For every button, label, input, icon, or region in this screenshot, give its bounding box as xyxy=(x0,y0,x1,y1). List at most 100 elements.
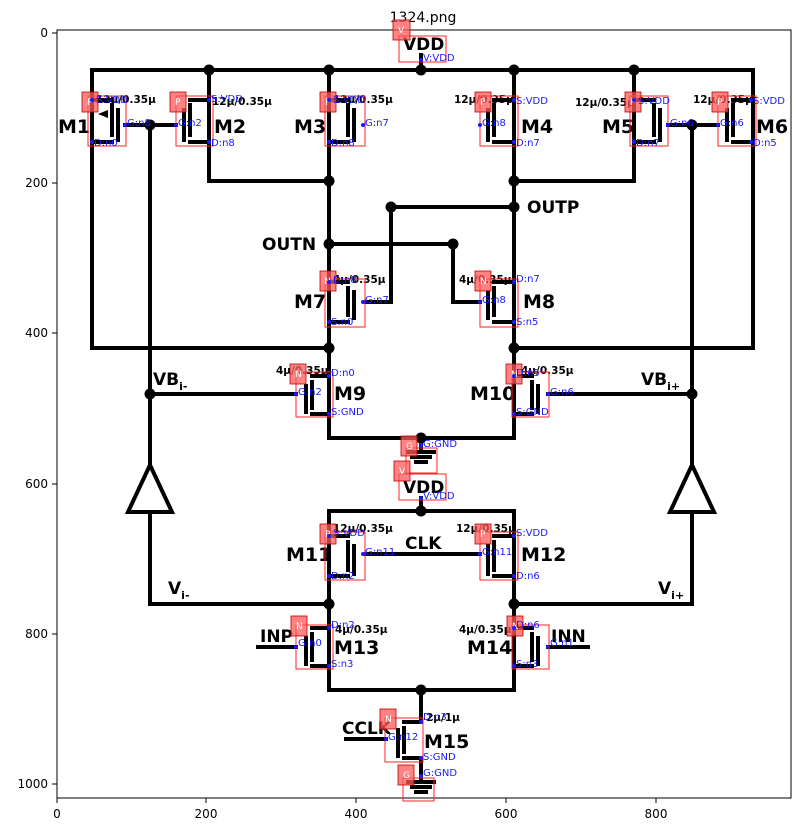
net-label-vb-minus: VBi- xyxy=(153,370,187,393)
svg-text:S:VDD: S:VDD xyxy=(333,528,365,539)
svg-text:D:n0: D:n0 xyxy=(94,138,118,149)
detection-box-vdd-mid: V V:VDD xyxy=(393,460,455,502)
detection-box-m7: N D:n8 G:n7 S:n0 xyxy=(319,270,389,328)
transistor-size-m10: 4μ/0.35μ xyxy=(521,365,574,377)
svg-text:N: N xyxy=(295,370,302,380)
detection-box-m8: N D:n7 G:n8 S:n5 xyxy=(474,270,540,328)
svg-text:D:n5: D:n5 xyxy=(753,138,777,149)
junction-dots xyxy=(144,64,698,696)
transistor-label-m1: M1 xyxy=(58,116,90,138)
svg-text:P: P xyxy=(717,98,723,108)
svg-text:G:n11: G:n11 xyxy=(365,547,395,558)
svg-text:D:n7: D:n7 xyxy=(516,274,540,285)
svg-text:G: G xyxy=(406,442,413,452)
svg-text:N: N xyxy=(480,277,487,287)
svg-text:S:n3: S:n3 xyxy=(516,659,538,670)
svg-text:S:GND: S:GND xyxy=(516,407,549,418)
svg-text:S:VDD: S:VDD xyxy=(211,94,243,105)
x-tick-label: 800 xyxy=(645,807,668,821)
transistor-label-m2: M2 xyxy=(214,116,246,138)
svg-text:D:n6: D:n6 xyxy=(516,571,540,582)
detection-box-m1: P S:VDD G:n8 D:n0 xyxy=(81,91,151,149)
transistor-symbols xyxy=(90,98,755,760)
svg-text:D:n7: D:n7 xyxy=(636,138,660,149)
svg-text:D:n3: D:n3 xyxy=(423,712,447,723)
transistor-size-m2: 12μ/0.35μ xyxy=(212,96,272,108)
svg-text:G:n6: G:n6 xyxy=(550,387,574,398)
detection-box-m10: N D:n5 G:n6 S:GND xyxy=(505,363,574,418)
transistor-label-m9: M9 xyxy=(334,383,366,405)
net-label-vb-plus: VBi+ xyxy=(641,370,680,393)
svg-text:S:VDD: S:VDD xyxy=(753,96,785,107)
x-tick-label: 0 xyxy=(53,807,61,821)
svg-text:S:VDD: S:VDD xyxy=(638,96,670,107)
svg-text:G:n8: G:n8 xyxy=(482,118,506,129)
svg-text:G:n11: G:n11 xyxy=(482,547,512,558)
svg-text:D:n0: D:n0 xyxy=(331,368,355,379)
x-tick-label: 200 xyxy=(195,807,218,821)
transistor-size-m15: 2μ/1μ xyxy=(426,712,460,724)
buffer-right xyxy=(666,460,718,514)
net-label-clk: CLK xyxy=(405,534,442,554)
y-tick-label: 200 xyxy=(25,176,48,190)
transistor-label-m14: M14 xyxy=(467,637,512,659)
svg-text:G:n7: G:n7 xyxy=(365,118,389,129)
x-tick-label: 400 xyxy=(345,807,368,821)
transistor-label-m6: M6 xyxy=(756,116,788,138)
svg-text:N: N xyxy=(385,715,392,725)
y-tick-label: 1000 xyxy=(17,777,48,791)
detection-box-m11: P S:VDD G:n11 D:n2 xyxy=(319,523,395,582)
svg-text:G:n2: G:n2 xyxy=(298,387,322,398)
svg-text:P: P xyxy=(325,98,331,108)
transistor-label-m8: M8 xyxy=(523,291,555,313)
transistor-size-m3: 12μ/0.35μ xyxy=(333,94,393,106)
svg-text:D:n7: D:n7 xyxy=(516,138,540,149)
detection-box-m15: N D:n3 G:n12 S:GND xyxy=(379,708,456,763)
detection-box-gnd-bottom: G G:GND xyxy=(397,764,457,802)
transistor-size-m14: 4μ/0.35μ xyxy=(459,624,512,636)
svg-text:S:GND: S:GND xyxy=(423,752,456,763)
svg-text:G:n12: G:n12 xyxy=(388,732,418,743)
svg-text:P: P xyxy=(480,530,486,540)
svg-text:D:n8: D:n8 xyxy=(333,275,357,286)
svg-text:S:n5: S:n5 xyxy=(516,317,538,328)
svg-text:D:n2: D:n2 xyxy=(331,571,355,582)
svg-text:S:VDD: S:VDD xyxy=(96,95,128,106)
y-axis: 0 200 400 600 800 1000 xyxy=(17,26,57,791)
svg-text:D:n5: D:n5 xyxy=(516,368,540,379)
x-axis: 0 200 400 600 800 xyxy=(53,798,667,821)
y-tick-label: 600 xyxy=(25,477,48,491)
svg-text:P: P xyxy=(480,98,486,108)
svg-text:N: N xyxy=(296,622,303,632)
buffer-left xyxy=(124,460,176,514)
svg-text:P: P xyxy=(87,98,93,108)
transistor-label-m3: M3 xyxy=(294,116,326,138)
transistor-label-m5: M5 xyxy=(602,116,634,138)
svg-text:G:n0: G:n0 xyxy=(298,638,322,649)
svg-text:G:n8: G:n8 xyxy=(482,295,506,306)
detection-box-m13: N D:n2 G:n0 S:n3 xyxy=(290,615,355,670)
transistor-label-m7: M7 xyxy=(294,291,326,313)
net-label-cclk: CCLK xyxy=(342,719,392,739)
detection-box-m4: P S:VDD G:n8 D:n7 xyxy=(474,91,548,149)
net-label-outn: OUTN xyxy=(262,235,316,255)
detection-box-m9: N D:n0 G:n2 S:GND xyxy=(289,363,364,418)
y-tick-label: 400 xyxy=(25,326,48,340)
svg-text:V: V xyxy=(399,467,406,477)
svg-text:S:VDD: S:VDD xyxy=(333,95,365,106)
svg-text:D:n6: D:n6 xyxy=(516,620,540,631)
transistor-size-m5: 12μ/0.35μ xyxy=(575,97,635,109)
svg-text:G:GND: G:GND xyxy=(423,439,457,450)
svg-text:S:n0: S:n0 xyxy=(331,317,353,328)
svg-text:P: P xyxy=(175,98,181,108)
transistor-label-m12: M12 xyxy=(521,544,566,566)
transistor-label-m15: M15 xyxy=(424,731,469,753)
svg-text:S:GND: S:GND xyxy=(331,407,364,418)
svg-text:G:n6: G:n6 xyxy=(670,118,694,129)
svg-text:G:n8: G:n8 xyxy=(127,118,151,129)
y-tick-label: 0 xyxy=(40,26,48,40)
wires xyxy=(90,53,755,784)
svg-text:G: G xyxy=(403,771,410,781)
detection-box-m6: P S:VDD G:n6 D:n5 xyxy=(711,91,785,149)
